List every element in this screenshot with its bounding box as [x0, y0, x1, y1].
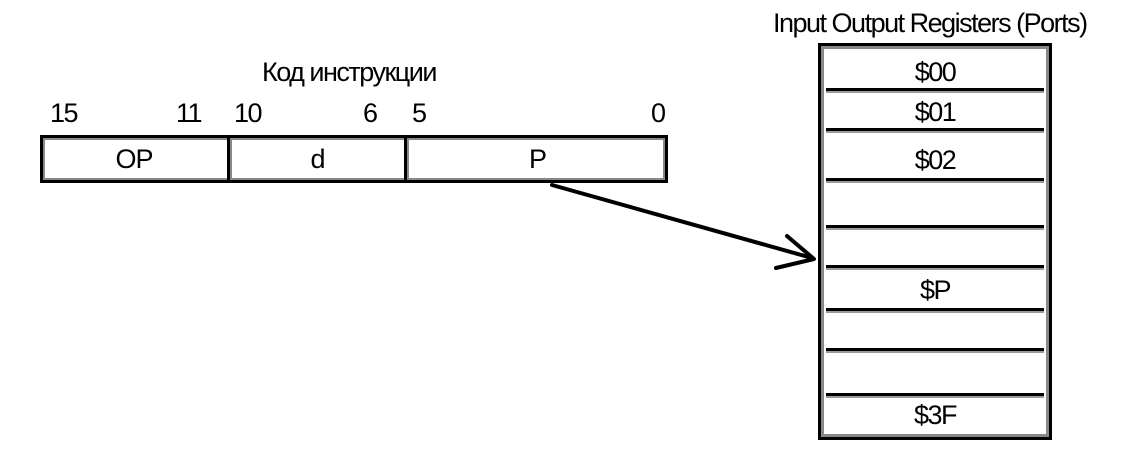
bit-label-6: 6 [363, 98, 378, 128]
bit-label-10: 10 [234, 98, 263, 128]
registers-title: Input Output Registers (Ports) [773, 8, 1088, 38]
register-separator [826, 178, 1044, 183]
register-separator [826, 265, 1044, 270]
register-row-01: $01 [914, 97, 957, 127]
field-p: P [407, 135, 668, 183]
register-separator [826, 348, 1044, 353]
field-d-label: d [310, 143, 325, 174]
instruction-word [40, 135, 668, 183]
register-separator [826, 393, 1044, 398]
field-d: d [230, 135, 405, 183]
field-divider [227, 135, 232, 183]
register-separator [826, 128, 1044, 133]
instruction-title: Код инструкции [262, 57, 437, 87]
bit-label-11: 11 [176, 98, 203, 128]
register-stack [818, 43, 1052, 440]
bit-label-15: 15 [50, 98, 79, 128]
field-op-label: OP [115, 143, 153, 174]
register-row-02: $02 [914, 145, 957, 175]
bit-label-5: 5 [412, 98, 427, 128]
field-p-label: P [528, 143, 547, 174]
register-row-3f: $3F [913, 400, 958, 430]
field-divider [404, 135, 409, 183]
register-row-00: $00 [914, 57, 957, 87]
field-op: OP [40, 135, 228, 183]
register-separator [826, 225, 1044, 230]
register-separator [826, 308, 1044, 313]
register-row-p: $P [919, 275, 952, 305]
bit-label-0: 0 [651, 98, 666, 128]
register-separator [826, 88, 1044, 93]
